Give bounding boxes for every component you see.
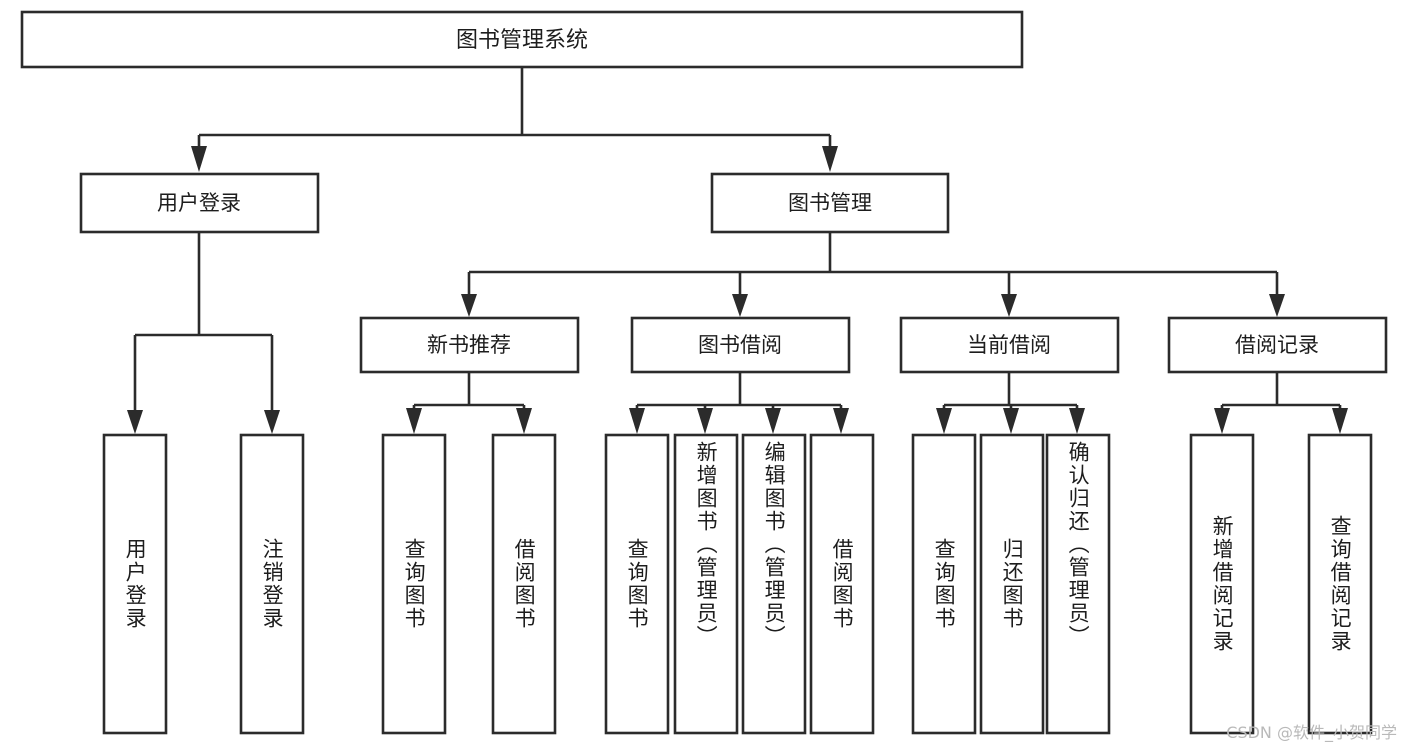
leaf-box-return-book[interactable] — [979, 433, 1045, 735]
arrow-head-leaf-query-book-1 — [406, 408, 422, 434]
node-book-manage-box[interactable] — [710, 172, 950, 234]
leaf-box-edit-book[interactable] — [741, 433, 807, 735]
node-root-label: 图书管理系统 — [456, 28, 588, 53]
arrow-head-leaf-add-record — [1214, 408, 1230, 434]
leaf-box-query-book-3[interactable] — [911, 433, 977, 735]
arrow-head-leaf-return-book — [1003, 408, 1019, 434]
leaf-boxes-book-borrow — [604, 433, 875, 735]
leaf-box-query-record[interactable] — [1307, 433, 1373, 735]
node-user-login[interactable]: 用户登录 — [79, 172, 320, 234]
connectors-current-borrow-to-leaves — [936, 372, 1085, 434]
connectors-book-manage-to-level3 — [461, 232, 1285, 317]
arrow-head-leaf-user-login — [127, 410, 143, 434]
node-borrow-record-label: 借阅记录 — [1235, 333, 1319, 357]
leaf-box-query-book-1[interactable] — [381, 433, 447, 735]
node-new-book-recommend-box[interactable] — [359, 316, 580, 374]
node-user-login-box[interactable] — [79, 172, 320, 234]
arrow-head-leaf-logout — [264, 410, 280, 434]
node-book-borrow-label: 图书借阅 — [698, 333, 782, 357]
node-borrow-record-box[interactable] — [1167, 316, 1388, 374]
connectors-new-book-to-leaves — [406, 372, 532, 434]
arrow-head-book-borrow — [732, 294, 748, 317]
node-book-borrow-box[interactable] — [630, 316, 851, 374]
leaf-box-logout[interactable] — [239, 433, 305, 735]
leaf-box-add-record[interactable] — [1189, 433, 1255, 735]
leaf-box-borrow-book-2[interactable] — [809, 433, 875, 735]
arrow-head-book-manage — [822, 146, 838, 172]
arrow-head-leaf-borrow-book-2 — [833, 408, 849, 434]
arrow-head-leaf-borrow-book-1 — [516, 408, 532, 434]
node-borrow-record[interactable]: 借阅记录 — [1167, 316, 1388, 374]
connectors-user-login-to-leaves — [127, 232, 280, 434]
node-book-manage-label: 图书管理 — [788, 191, 872, 215]
node-current-borrow-box[interactable] — [899, 316, 1120, 374]
leaf-box-query-book-2[interactable] — [604, 433, 670, 735]
arrow-head-leaf-confirm-return — [1069, 408, 1085, 434]
node-new-book-recommend-label: 新书推荐 — [427, 333, 511, 357]
node-current-borrow-label: 当前借阅 — [967, 333, 1051, 357]
node-root[interactable]: 图书管理系统 — [20, 10, 1024, 69]
node-root-box[interactable] — [20, 10, 1024, 69]
arrow-head-leaf-query-record — [1332, 408, 1348, 434]
node-new-book-recommend[interactable]: 新书推荐 — [359, 316, 580, 374]
leaf-box-user-login[interactable] — [102, 433, 168, 735]
leaf-box-confirm-return[interactable] — [1045, 433, 1111, 735]
leaf-boxes-new-book-recommend — [381, 433, 557, 735]
node-book-borrow[interactable]: 图书借阅 — [630, 316, 851, 374]
connectors-root-to-level2 — [191, 67, 838, 172]
arrow-head-leaf-query-book-3 — [936, 408, 952, 434]
arrow-head-leaf-query-book-2 — [629, 408, 645, 434]
leaf-box-add-book[interactable] — [673, 433, 739, 735]
arrow-head-borrow-record — [1269, 294, 1285, 317]
node-book-manage[interactable]: 图书管理 — [710, 172, 950, 234]
arrow-head-leaf-edit-book — [765, 408, 781, 434]
node-current-borrow[interactable]: 当前借阅 — [899, 316, 1120, 374]
node-user-login-label: 用户登录 — [157, 191, 241, 215]
leaf-boxes-borrow-record — [1189, 433, 1373, 735]
leaf-boxes-user-login — [102, 433, 305, 735]
connectors-borrow-record-to-leaves — [1214, 372, 1348, 434]
leaf-boxes-current-borrow — [911, 433, 1111, 735]
connectors-book-borrow-to-leaves — [629, 372, 849, 434]
arrow-head-new-book — [461, 294, 477, 317]
arrow-head-leaf-add-book — [697, 408, 713, 434]
arrow-head-current-borrow — [1001, 294, 1017, 317]
arrow-head-user-login — [191, 146, 207, 172]
leaf-box-borrow-book-1[interactable] — [491, 433, 557, 735]
